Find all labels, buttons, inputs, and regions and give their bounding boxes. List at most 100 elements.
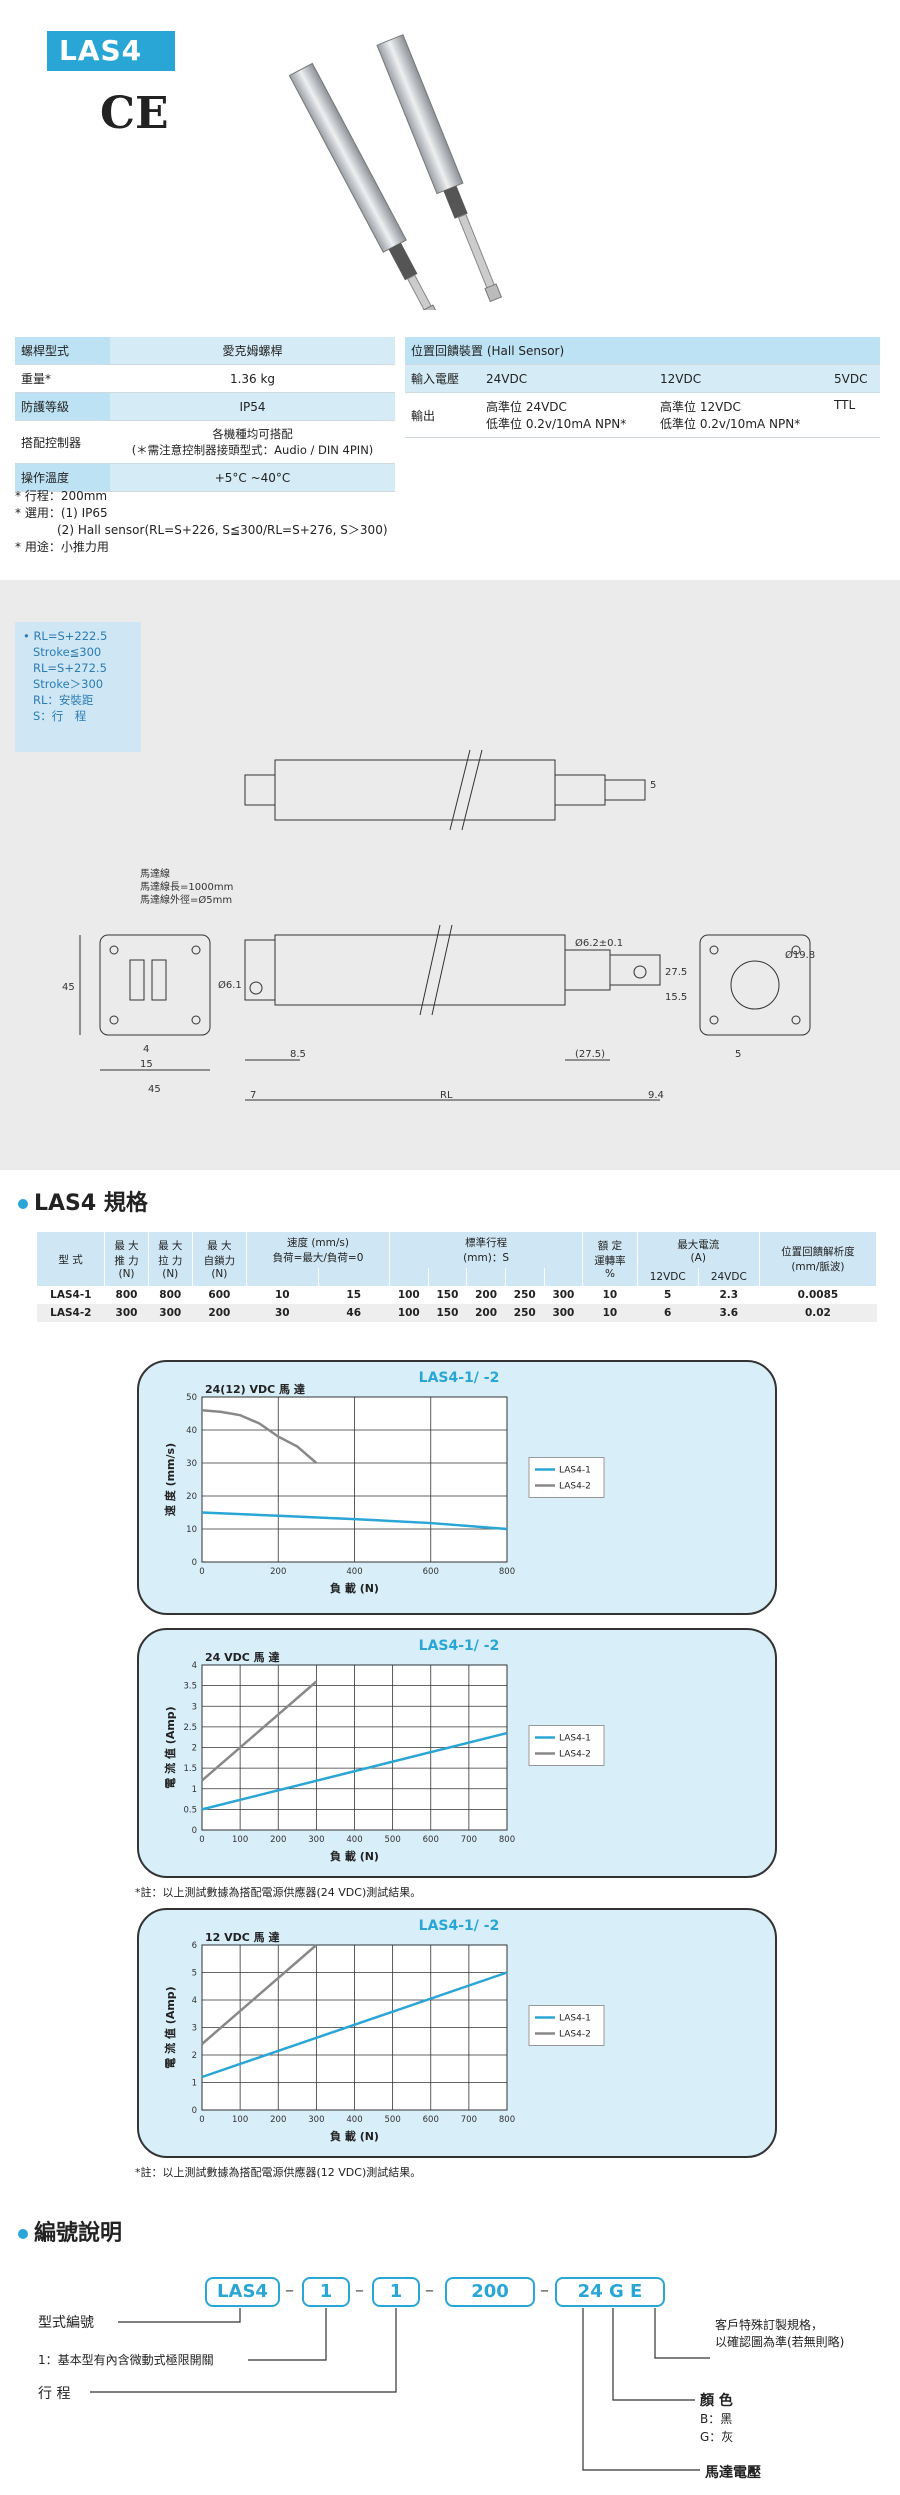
legend [528, 1457, 605, 1498]
y-tick-label: 50 [186, 1393, 197, 1403]
dim-27-5: 27.5 [665, 967, 687, 978]
motor-wire-dia: 馬達線外徑=Ø5mm [140, 893, 232, 906]
spec-value: 愛克姆螺桿 [110, 337, 395, 365]
spec-label: 防護等級 [15, 392, 110, 421]
legend-label: LAS4-1 [559, 2014, 591, 2024]
label-type-code: 型式編號 [38, 2315, 94, 2331]
rl-line: Stroke≦300 [33, 645, 102, 659]
model-logo: LAS4 [47, 31, 175, 71]
label-voltage: 馬達電壓 [705, 2465, 761, 2481]
rl-line: RL=S+272.5 [33, 661, 107, 675]
code-stroke: 200 [445, 2277, 535, 2307]
output-24-high: 高準位 24VDC [486, 400, 567, 414]
y-tick-label: 2.5 [183, 1723, 197, 1733]
code-type: 1 [372, 2277, 420, 2307]
dim-15-5: 15.5 [665, 992, 687, 1003]
x-tick-label: 400 [346, 1835, 362, 1845]
ce-mark: CE [100, 88, 169, 139]
y-axis-label: 電 流 值 (Amp) [163, 1706, 177, 1788]
th-stroke-unit: (mm)：S [463, 1252, 509, 1264]
y-tick-label: 40 [186, 1426, 197, 1436]
spec-label: 螺桿型式 [15, 337, 110, 365]
code-dash: – [355, 2280, 364, 2301]
th-speed: 速度 (mm/s) [287, 1237, 349, 1249]
y-tick-label: 3 [192, 2024, 197, 2034]
th-res: 位置回饋解析度 [781, 1246, 855, 1258]
spec-label: 操作溫度 [15, 463, 110, 492]
label-custom-1: 客戶特殊訂製規格， [715, 2318, 824, 2332]
y-tick-label: 20 [186, 1492, 197, 1502]
x-axis-label: 負 載 (N) [330, 1581, 379, 1595]
label-black: B：黑 [700, 2412, 733, 2426]
input-5: 5VDC [828, 364, 880, 393]
legend-label: LAS4-1 [559, 1466, 591, 1476]
series-line-LAS4-1 [201, 1971, 508, 2079]
code-dash: – [425, 2280, 434, 2301]
th-c24: 24VDC [698, 1268, 760, 1286]
code-dash: – [285, 2280, 294, 2301]
legend-label: LAS4-2 [559, 2030, 591, 2040]
actuator-photo [288, 34, 503, 310]
output-24-low: 低準位 0.2v/10mA NPN* [486, 417, 627, 431]
th-stroke: 標準行程 [465, 1237, 508, 1249]
spec-label: 搭配控制器 [15, 420, 110, 464]
y-tick-label: 0 [192, 1826, 197, 1836]
dim-rl: RL [440, 1090, 453, 1101]
th-current: 最大電流 [677, 1238, 720, 1251]
y-tick-label: 1 [192, 1785, 197, 1795]
x-tick-label: 700 [461, 1835, 477, 1845]
label-limit: 1：基本型有內含微動式極限開關 [38, 2353, 214, 2367]
x-tick-label: 0 [199, 1567, 204, 1577]
series-line-LAS4-1 [201, 1731, 508, 1811]
dim-8-5: 8.5 [290, 1049, 306, 1060]
spec-value: IP54 [110, 392, 395, 421]
x-tick-label: 800 [499, 1835, 515, 1845]
th-type: 型 式 [37, 1232, 106, 1286]
output-5: TTL [834, 398, 856, 412]
spec-value: 各機種均可搭配 [212, 427, 293, 441]
label-gray: G：灰 [700, 2430, 734, 2444]
y-tick-label: 0 [192, 2106, 197, 2116]
x-tick-label: 800 [499, 2115, 515, 2125]
x-tick-label: 600 [423, 1835, 439, 1845]
chart-subtitle: 12 VDC 馬 達 [205, 1930, 280, 1944]
x-axis-label: 負 載 (N) [330, 1849, 379, 1863]
spec-value: 1.36 kg [110, 364, 395, 393]
series-line-LAS4-2 [201, 1408, 318, 1464]
dim-7: 7 [250, 1090, 256, 1101]
legend-label: LAS4-2 [559, 1750, 591, 1760]
dim-4: 4 [143, 1044, 149, 1055]
y-axis-label: 速 度 (mm/s) [163, 1443, 177, 1516]
legend-label: LAS4-2 [559, 1482, 591, 1492]
rl-line: S：行 程 [33, 709, 87, 723]
y-tick-label: 0 [192, 1558, 197, 1568]
th-current-unit: (A) [690, 1251, 706, 1264]
y-tick-label: 4 [192, 1996, 197, 2006]
rl-line: RL：安裝距 [33, 693, 94, 707]
input-24: 24VDC [480, 364, 654, 393]
rl-line: • RL=S+222.5 [23, 629, 108, 643]
y-tick-label: 0.5 [183, 1805, 197, 1815]
th-c12: 12VDC [637, 1268, 699, 1286]
label-stroke: 行 程 [38, 2386, 71, 2402]
x-tick-label: 600 [423, 1567, 439, 1577]
dim-45b: 45 [148, 1084, 161, 1095]
label-color: 顏 色 [700, 2393, 733, 2409]
x-tick-label: 0 [199, 1835, 204, 1845]
th-duty: 額 定 運轉率 % [582, 1232, 638, 1286]
dim-5b: 5 [735, 1049, 741, 1060]
y-tick-label: 2 [192, 1744, 197, 1754]
dim-19-8: Ø19.8 [785, 949, 815, 961]
spec-value: +5°C ~40°C [110, 463, 395, 492]
model-spec-table: 型 式 最 大 推 力 (N) 最 大 拉 力 (N) 最 大 自鎖力 (N) … [37, 1232, 878, 1322]
chart-title: LAS4-1/ -2 [419, 1638, 500, 1654]
output-label: 輸出 [405, 392, 480, 438]
rl-line: Stroke＞300 [33, 677, 104, 691]
output-12-low: 低準位 0.2v/10mA NPN* [660, 417, 801, 431]
dim-15: 15 [140, 1059, 153, 1070]
legend-label: LAS4-1 [559, 1734, 591, 1744]
ordering-leader-lines [90, 2308, 710, 2471]
x-tick-label: 600 [423, 2115, 439, 2125]
